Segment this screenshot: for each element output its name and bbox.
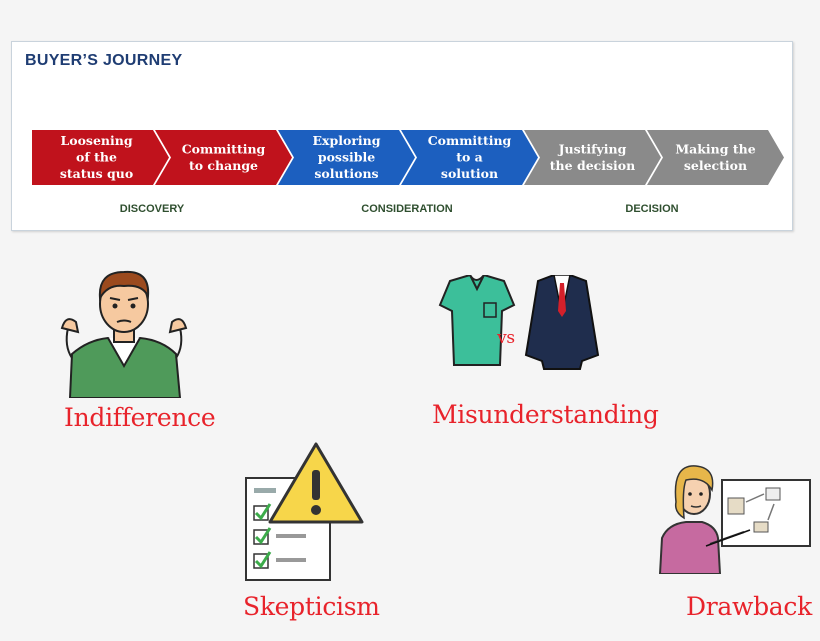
journey-step-2: Committing to change — [155, 130, 292, 185]
vs-label: vs — [497, 328, 515, 348]
label-misunderstanding: Misunderstanding — [432, 400, 659, 429]
shrugging-man-icon — [60, 270, 188, 398]
journey-step-text: Exploring — [313, 133, 381, 148]
journey-step-text: to change — [189, 158, 258, 173]
journey-step-text: to a — [456, 150, 483, 165]
journey-step-arrow — [278, 130, 415, 185]
journey-step-text: solution — [441, 166, 498, 181]
journey-step-text: of the — [76, 150, 117, 165]
label-skepticism: Skepticism — [243, 592, 380, 621]
journey-step-text: status quo — [60, 166, 133, 181]
warning-checklist-icon — [245, 442, 364, 581]
journey-step-text: Making the — [675, 141, 755, 156]
stage-decision: DECISION — [625, 203, 679, 215]
journey-step-arrow — [155, 130, 292, 185]
journey-step-6: Making the selection — [647, 130, 784, 185]
presenter-board-icon — [658, 465, 811, 574]
journey-step-text: Loosening — [60, 133, 132, 148]
journey-step-text: Justifying — [558, 141, 627, 156]
stage-discovery: DISCOVERY — [119, 203, 185, 215]
journey-step-text: solutions — [314, 166, 378, 181]
journey-step-arrow — [524, 130, 661, 185]
polo-vs-suit-icon — [438, 275, 600, 370]
journey-step-text: Committing — [428, 133, 512, 148]
journey-step-text: the decision — [550, 158, 635, 173]
journey-step-text: Committing — [182, 141, 266, 156]
stage-consideration: CONSIDERATION — [361, 203, 453, 215]
journey-step-arrow — [32, 130, 169, 185]
journey-step-text: selection — [684, 158, 747, 173]
journey-step-arrow — [647, 130, 784, 185]
journey-step-5: Justifying the decision — [524, 130, 661, 185]
label-drawback: Drawback — [686, 592, 812, 621]
journey-title: BUYER’S JOURNEY — [25, 52, 183, 69]
journey-step-arrow — [401, 130, 538, 185]
journey-step-text: possible — [318, 150, 375, 165]
label-indifference: Indifference — [64, 403, 216, 432]
